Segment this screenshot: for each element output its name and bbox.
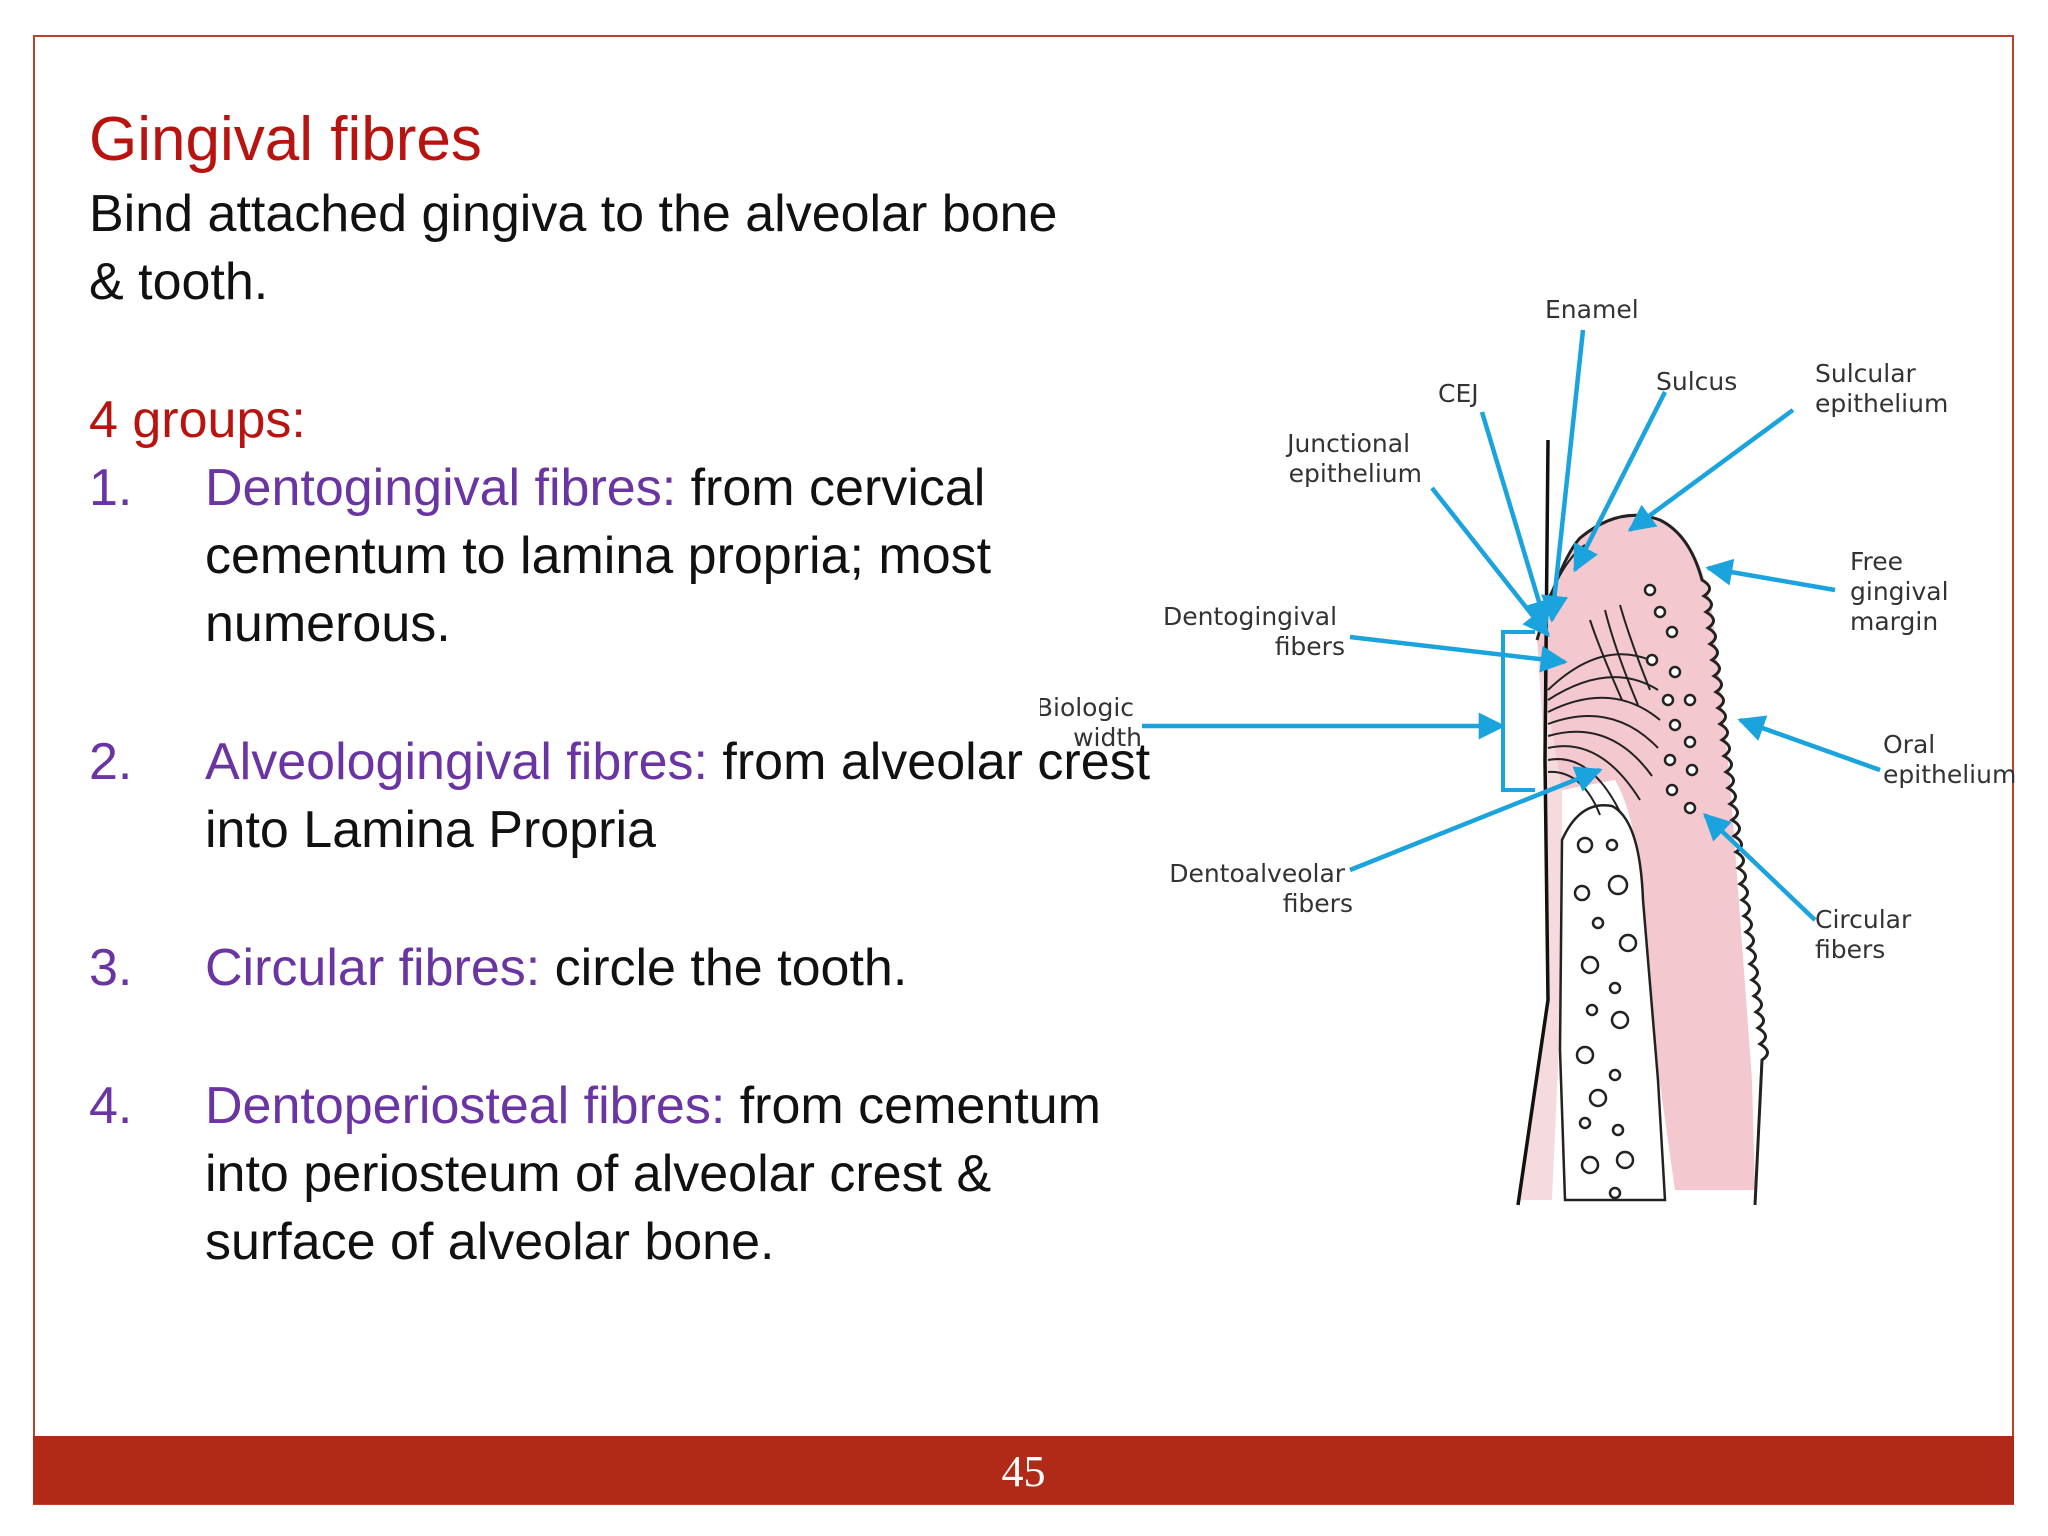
gingival-outline — [1535, 513, 1769, 1206]
intro-text: Bind attached gingiva to the alveolar bo… — [89, 185, 1058, 311]
group-name: Circular fibres: — [205, 939, 541, 997]
label-sulcular-epithelium: Sulcular epithelium — [1815, 359, 1948, 418]
label-arrows — [1142, 329, 1881, 922]
groups-heading: 4 groups: — [89, 391, 306, 449]
label-dentogingival-fibers: Dentogingival fibers — [1163, 602, 1345, 661]
root-surface — [1520, 640, 1562, 1200]
group-description: circle the tooth. — [540, 939, 908, 997]
page-number: 45 — [1001, 1447, 1046, 1496]
group-description: from alveolar crest into Lamina Propria — [205, 733, 1151, 859]
gingiva-shape — [1537, 515, 1755, 1190]
label-circular-fibers: Circular fibers — [1815, 905, 1919, 964]
group-number: 2. — [89, 733, 133, 791]
gingival-fibres-diagram: Enamel CEJ Sulcus Sulcular epithelium Ju… — [1040, 295, 2016, 1206]
group-description: from cementum into periosteum of alveola… — [205, 1077, 1101, 1271]
label-biologic-width: Biologic width — [1040, 693, 1142, 752]
group-name: Alveologingival fibres: — [205, 733, 708, 791]
label-cej: CEJ — [1438, 379, 1479, 408]
biologic-width-bracket — [1501, 630, 1535, 792]
circular-fibre-dots — [1643, 583, 1699, 815]
slide-title: Gingival fibres — [89, 105, 482, 174]
label-sulcus: Sulcus — [1656, 367, 1737, 396]
group-description: from cervical cementum to lamina propria… — [205, 459, 992, 653]
group-name: Dentogingival fibres: — [205, 459, 677, 517]
label-dentoalveolar-fibers: Dentoalveolar fibers — [1169, 859, 1353, 918]
group-number: 3. — [89, 939, 133, 997]
group-number: 4. — [89, 1077, 133, 1135]
label-free-gingival-margin: Free gingival margin — [1850, 547, 1957, 636]
label-oral-epithelium: Oral epithelium — [1883, 730, 2016, 789]
label-enamel: Enamel — [1545, 295, 1639, 324]
label-junctional-epithelium: Junctional epithelium — [1285, 429, 1422, 488]
group-number: 1. — [89, 459, 133, 517]
footer-bar: 45 — [33, 1436, 2014, 1504]
group-name: Dentoperiosteal fibres: — [205, 1077, 726, 1135]
bone-marrow-spaces — [1573, 836, 1638, 1200]
alveolar-bone — [1558, 803, 1667, 1202]
fibre-bundle — [1547, 604, 1661, 816]
